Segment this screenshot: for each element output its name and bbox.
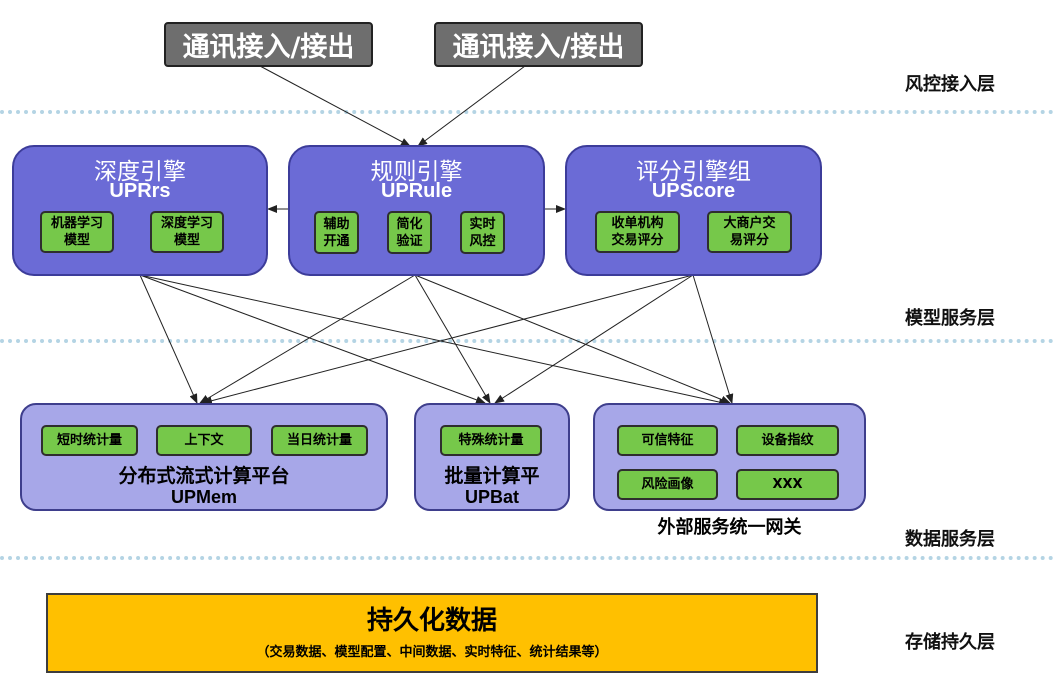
persistence-title: 持久化数据 bbox=[366, 606, 497, 636]
chip-assist-open: 辅助开通 bbox=[314, 211, 359, 254]
divider-model bbox=[0, 339, 1054, 343]
service-upbat-cn: 批量计算平 bbox=[444, 465, 540, 487]
layer-label-storage: 存储持久层 bbox=[905, 632, 995, 653]
persistence-subtitle: （交易数据、模型配置、中间数据、实时特征、统计结果等） bbox=[256, 645, 608, 660]
service-upmem-cn: 分布式流式计算平台 bbox=[118, 465, 290, 487]
service-gateway: 可信特征 设备指纹 风险画像 XXX bbox=[593, 403, 866, 511]
engine-upscore-cn: 评分引擎组 bbox=[636, 159, 751, 185]
service-upbat: 特殊统计量 批量计算平 UPBat bbox=[414, 403, 570, 511]
chip-context: 上下文 bbox=[156, 425, 252, 456]
chip-day-stats: 当日统计量 bbox=[271, 425, 368, 456]
arrow-score-to-bat bbox=[494, 274, 694, 404]
chip-dl-model: 深度学习模型 bbox=[150, 211, 224, 253]
divider-data bbox=[0, 556, 1054, 560]
persistence-box: 持久化数据 （交易数据、模型配置、中间数据、实时特征、统计结果等） bbox=[46, 593, 818, 673]
chip-ml-model: 机器学习模型 bbox=[40, 211, 114, 253]
chip-realtime-risk: 实时风控 bbox=[460, 211, 505, 254]
engine-upscore: 评分引擎组 UPScore 收单机构交易评分 大商户交易评分 bbox=[565, 145, 822, 276]
chip-trusted-feature: 可信特征 bbox=[617, 425, 718, 456]
arrow-rule-to-gw bbox=[414, 274, 731, 404]
chip-simplify-verify: 简化验证 bbox=[387, 211, 432, 254]
engine-upscore-en: UPScore bbox=[651, 180, 736, 202]
engine-uprrs-cn: 深度引擎 bbox=[94, 159, 186, 185]
service-gateway-label: 外部服务统一网关 bbox=[657, 517, 802, 538]
chip-acquirer-score: 收单机构交易评分 bbox=[595, 211, 680, 253]
arrow-rule-to-mem bbox=[199, 274, 416, 404]
engine-uprrs: 深度引擎 UPRrs 机器学习模型 深度学习模型 bbox=[12, 145, 268, 276]
engine-uprrs-en: UPRrs bbox=[109, 180, 171, 202]
layer-label-access: 风控接入层 bbox=[905, 74, 995, 95]
arrow-score-to-gw bbox=[692, 274, 734, 404]
layer-label-model: 模型服务层 bbox=[905, 308, 995, 329]
chip-short-stats: 短时统计量 bbox=[41, 425, 138, 456]
chip-risk-profile: 风险画像 bbox=[617, 469, 718, 500]
engine-uprule-en: UPRule bbox=[380, 180, 453, 202]
service-upmem: 短时统计量 上下文 当日统计量 分布式流式计算平台 UPMem bbox=[20, 403, 388, 511]
comm-box-2: 通讯接入/接出 bbox=[434, 22, 643, 67]
chip-device-fingerprint: 设备指纹 bbox=[736, 425, 839, 456]
arrow-rule-to-bat bbox=[414, 274, 491, 404]
divider-access bbox=[0, 110, 1054, 114]
arrow-rrs-to-mem bbox=[139, 274, 198, 404]
chip-special-stats: 特殊统计量 bbox=[440, 425, 542, 456]
arrow-score-to-mem bbox=[202, 274, 694, 405]
service-upmem-en: UPMem bbox=[170, 487, 237, 507]
engine-uprule-cn: 规则引擎 bbox=[370, 159, 463, 185]
chip-xxx: XXX bbox=[736, 469, 839, 500]
arrow-rrs-to-gw bbox=[139, 274, 729, 406]
arrow-comm2-to-rule bbox=[417, 65, 526, 147]
service-upbat-en: UPBat bbox=[464, 487, 519, 507]
arrow-rrs-to-bat bbox=[139, 274, 486, 404]
layer-label-data: 数据服务层 bbox=[905, 529, 995, 550]
comm-box-1: 通讯接入/接出 bbox=[164, 22, 373, 67]
arrow-comm1-to-rule bbox=[259, 65, 411, 147]
chip-merchant-score: 大商户交易评分 bbox=[707, 211, 792, 253]
engine-uprule: 规则引擎 UPRule 辅助开通 简化验证 实时风控 bbox=[288, 145, 545, 276]
